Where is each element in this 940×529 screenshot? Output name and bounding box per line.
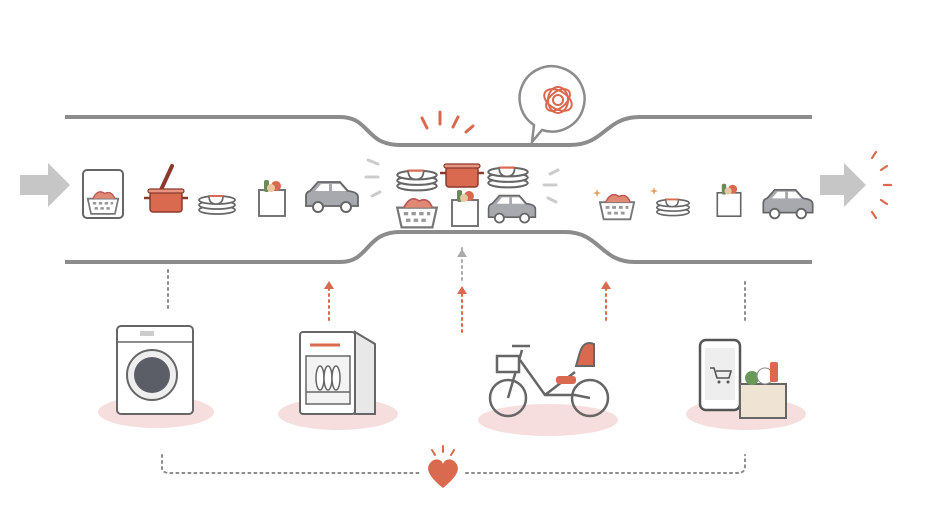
bottleneck-pileup: [364, 110, 560, 229]
outflow-arrow: [820, 163, 866, 207]
grocery-box-icon: [739, 362, 787, 419]
shake-lines-left-icon: [364, 158, 382, 198]
grocery-bag-icon: [451, 189, 479, 227]
smartphone-icon: [698, 338, 742, 412]
dishwasher-icon: [299, 330, 376, 415]
laundry-basket-icon: [598, 193, 636, 221]
car-icon: [762, 188, 814, 220]
pipe-top-wall: [65, 115, 812, 147]
tool-washing-machine: [98, 325, 214, 428]
laundry-basket-icon: [82, 169, 124, 219]
thought-bubble: [518, 65, 586, 147]
up-arrowheads: [324, 249, 611, 294]
electric-bicycle-icon: [488, 342, 610, 418]
outflow-burst-icon: [870, 150, 893, 220]
tool-dishwasher: [278, 330, 398, 430]
bottom-link: [161, 454, 746, 474]
outflow-items: [593, 182, 814, 221]
tool-electric-bicycle: [478, 342, 618, 436]
inflow-items: [82, 164, 359, 219]
pipe-bottom-wall: [65, 230, 812, 264]
shake-lines-right-icon: [542, 168, 560, 204]
stress-lines-icon: [420, 110, 475, 134]
plate-stack-icon: [655, 198, 691, 217]
grocery-bag-icon: [716, 182, 742, 218]
frying-pan-icon: [142, 164, 190, 214]
inflow-arrow: [20, 163, 70, 207]
washing-machine-icon: [116, 325, 194, 415]
tool-online-grocery: [686, 338, 806, 430]
grocery-bag-icon: [258, 179, 286, 217]
heart-icon: [428, 445, 458, 488]
car-icon: [305, 181, 359, 213]
tangled-scribble-icon: [543, 86, 573, 114]
plate-stack-icon: [198, 195, 236, 215]
laundry-basket-icon: [396, 197, 438, 229]
car-icon: [487, 194, 537, 224]
